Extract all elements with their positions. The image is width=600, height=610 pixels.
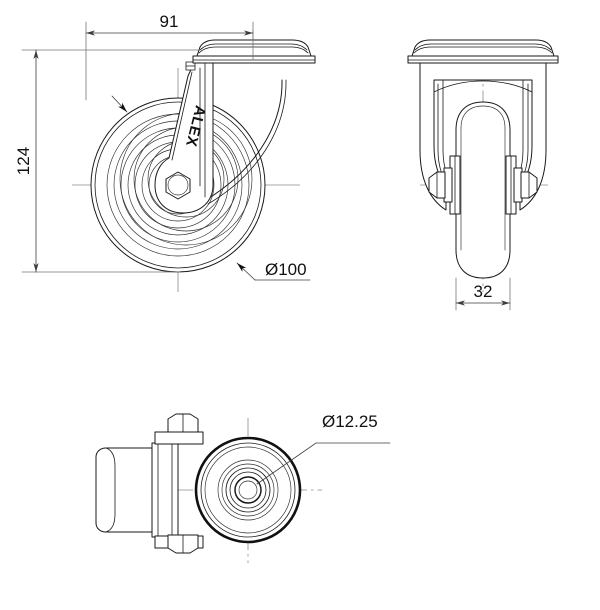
dia100-arrow [236,262,256,281]
fork-leg-body [154,62,214,214]
plan-wheel-bearing-outer [225,467,271,513]
side-top-plate-flange [407,55,559,64]
top-plate-flange [192,55,316,64]
front-fork-rear-leg [205,79,287,205]
overall-offset-dimension-91: 91 [85,12,254,101]
fork-rear-leg-inner-edge [207,79,287,205]
side-elevation-view: 32 [407,39,559,311]
side-top-plate-dome [411,39,555,57]
wheel-width-dimension-32: 32 [455,277,511,311]
tyre-pointer-arrow [111,95,128,113]
plan-wheel-tread-inner [200,442,296,538]
plan-bearing-arc-left [234,482,239,500]
bracket-tab-top [154,431,204,445]
plan-wheel-ring-1 [204,446,292,534]
hex-nut-outline [165,171,191,200]
top-plate-dome [196,39,312,57]
wheel-tyre-inner-circle [94,101,262,269]
side-top-plate-crown-1 [414,43,552,51]
front-axle-hub [165,171,191,200]
side-top-plate-crown-2 [413,46,553,54]
stem-end-ellipse [105,447,116,533]
plan-bracket [151,413,204,554]
dim124-label: 124 [14,147,33,175]
plan-view: Ø12.25 [95,412,391,563]
plan-wheel-bearing-inner [229,471,267,509]
dia100-label: Ø100 [265,260,307,279]
front-fork-leg [154,61,214,214]
plan-wheel-tyre-band [194,436,302,544]
tyre-pointer-line [111,95,128,113]
plan-wheel-ring-2 [217,459,279,521]
bracket-plate [151,442,179,538]
dim32-label: 32 [474,282,493,301]
fork-leg-taper-edge [171,71,193,161]
front-top-plate [192,39,316,64]
top-plate-crown-line-2 [198,46,309,54]
hex-nut-inner-circle [167,174,189,196]
plan-wheel-bore-inner [238,480,258,500]
dia1225-label: Ø12.25 [322,412,378,431]
side-hub-assembly [428,155,538,215]
side-wheel [455,101,511,279]
dim91-label: 91 [160,12,179,31]
side-top-plate [407,39,559,64]
plan-bearing-arc-right [257,480,262,498]
wheel-profile-outline [455,101,511,279]
bore-diameter-leader-1225: Ø12.25 [256,412,391,485]
wheel-diameter-leader-100: Ø100 [236,260,311,281]
plan-wheel-ring-3 [221,463,275,517]
plan-wheel [194,436,302,544]
top-plate-crown-line [199,43,308,51]
fork-rear-leg-outer-edge [205,79,283,201]
fork-top-inner-arc [433,80,533,93]
front-elevation-view: 91 124 Ø100 ALEX [14,12,316,292]
dia1225-leader-line [256,442,391,485]
wheel-ring-1 [106,113,250,257]
overall-height-dimension-124: 124 [14,49,201,273]
wheel-profile-top-inner [460,105,506,129]
